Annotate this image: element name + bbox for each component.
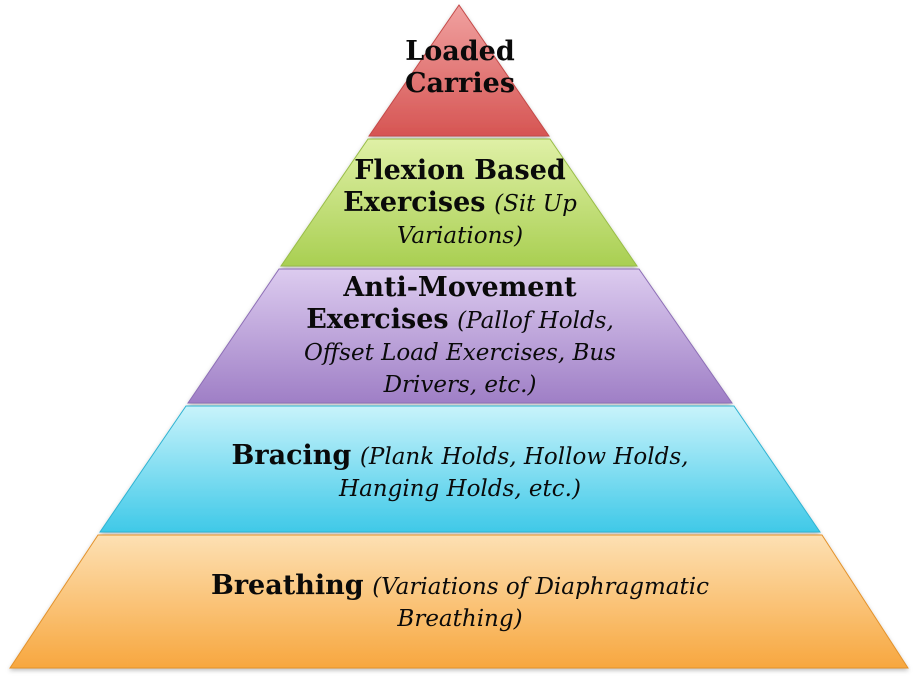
tier-breathing-shape xyxy=(9,534,909,669)
tier-flexion-shape xyxy=(280,138,638,267)
tier-loaded-carries-shape xyxy=(368,4,550,137)
tier-detail: (Variations of Diaphragmatic Breathing) xyxy=(372,574,709,632)
tier-detail: (Sit Up Variations) xyxy=(396,190,577,249)
tier-flexion-label: Flexion Based Exercises (Sit Up Variatio… xyxy=(330,155,590,251)
tier-bracing-label: Bracing (Plank Holds, Hollow Holds, Hang… xyxy=(200,440,720,504)
tier-detail: (Plank Holds, Hollow Holds, Hanging Hold… xyxy=(339,444,689,502)
tier-breathing-label: Breathing (Variations of Diaphragmatic B… xyxy=(170,570,750,634)
tier-title: Bracing xyxy=(231,440,352,471)
tier-title: Anti-Movement Exercises xyxy=(306,272,577,335)
tier-anti-movement-label: Anti-Movement Exercises (Pallof Holds, O… xyxy=(280,272,640,399)
tier-title: Breathing xyxy=(211,570,364,601)
tier-title: Flexion Based Exercises xyxy=(343,155,566,218)
tier-loaded-carries-label: Loaded Carries xyxy=(360,36,560,100)
tier-bracing-shape xyxy=(99,405,821,533)
tier-anti-movement-shape xyxy=(187,268,733,404)
tier-detail: (Pallof Holds, Offset Load Exercises, Bu… xyxy=(304,307,616,398)
tier-title: Loaded Carries xyxy=(404,36,516,99)
